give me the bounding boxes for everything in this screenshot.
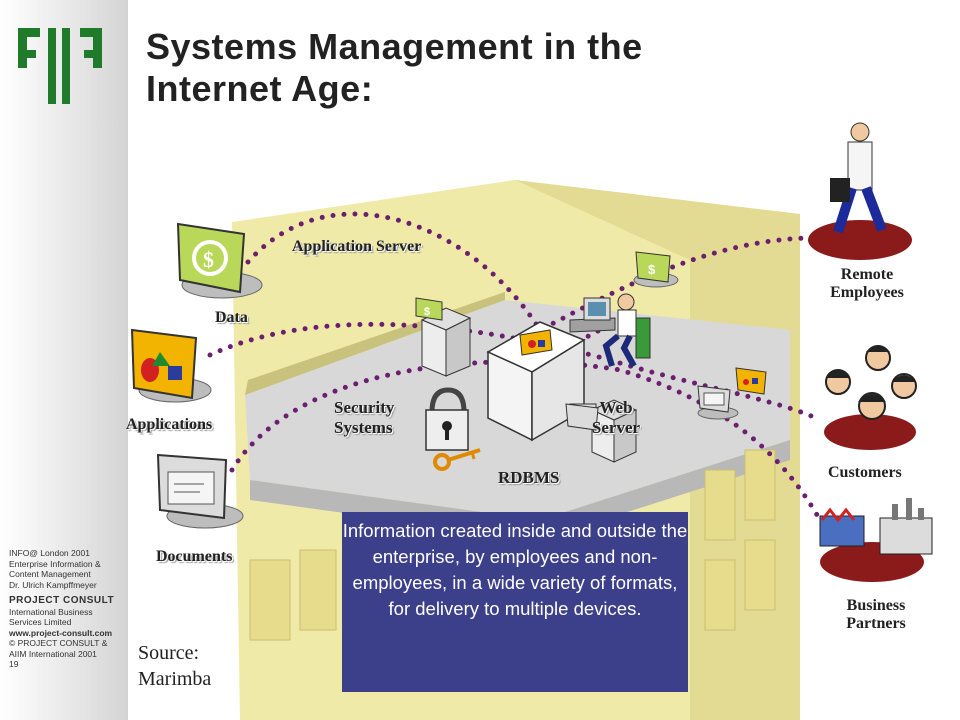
svg-text:$: $ [203, 247, 214, 272]
label-security-systems: Security Systems [334, 398, 394, 438]
company-logo [18, 28, 102, 104]
web-line-1: Web [599, 398, 633, 417]
title-line-2: Internet Age: [146, 68, 374, 109]
business-line-2: Partners [846, 615, 906, 632]
security-line-2: Systems [334, 418, 393, 437]
company-line-1: International Business [9, 606, 93, 617]
web-line-2: Server [591, 418, 641, 437]
author: Dr. Ulrich Kampffmeyer [9, 579, 97, 590]
svg-text:$: $ [424, 306, 430, 318]
remote-line-1: Remote [840, 266, 894, 283]
small-money-screen-icon: $ [633, 251, 679, 288]
customer-group-icon [824, 345, 917, 450]
business-line-1: Business [846, 597, 906, 614]
sidebar: INFO@ London 2001 Enterprise Information… [0, 0, 128, 720]
slide-title: Systems Management in the Internet Age: [146, 26, 746, 110]
roof-document-screen-icon [565, 403, 599, 431]
server-tower-icon: $ [415, 297, 472, 377]
label-customers: Customers [828, 464, 902, 481]
source-line-2: Marimba [138, 668, 212, 690]
rdbms-cube-icon [486, 321, 586, 442]
source-note: Source: Marimba [138, 640, 211, 692]
small-chart-screen-icon [735, 367, 767, 395]
company-line-2: Services Limited [9, 617, 72, 627]
person-at-computer-icon [569, 293, 651, 368]
remote-line-2: Employees [830, 284, 904, 301]
brand-name: PROJECT CONSULT [9, 595, 115, 606]
title-line-1: Systems Management in the [146, 26, 643, 67]
label-web-server: Web Server [586, 398, 646, 438]
label-remote-employees: Remote Employees [812, 266, 922, 302]
page-number: 19 [9, 659, 19, 669]
connection-data-remote [245, 211, 813, 334]
label-applications: Applications [126, 416, 213, 433]
padlock-icon [425, 387, 469, 451]
website-url: www.project-consult.com [9, 627, 113, 638]
chart-screen-icon [130, 328, 212, 403]
topic-line-2: Content Management [9, 569, 91, 579]
key-icon [433, 448, 481, 471]
walking-businessman-icon [808, 122, 912, 260]
svg-text:$: $ [648, 262, 656, 277]
caption-box: Information created inside and outside t… [342, 512, 688, 692]
label-documents: Documents [156, 548, 233, 565]
copyright-line-1: © PROJECT CONSULT & [9, 638, 108, 648]
small-document-screen-icon [697, 385, 739, 420]
label-rdbms: RDBMS [498, 468, 560, 487]
topic-line-1: Enterprise Information & [9, 558, 101, 569]
copyright-line-2: AIIM International 2001 [9, 648, 97, 659]
event-name: INFO@ London 2001 [9, 548, 90, 558]
factory-icon [819, 498, 933, 582]
connection-documents-partners [229, 359, 823, 523]
source-line-1: Source: [138, 642, 200, 664]
document-screen-icon [156, 453, 244, 529]
presentation-info: INFO@ London 2001 Enterprise Information… [9, 548, 129, 670]
security-line-1: Security [334, 398, 395, 417]
label-application-server: Application Server [292, 238, 422, 255]
label-data: Data [215, 309, 248, 326]
label-business-partners: Business Partners [826, 597, 926, 633]
money-screen-icon: $ [176, 222, 263, 299]
